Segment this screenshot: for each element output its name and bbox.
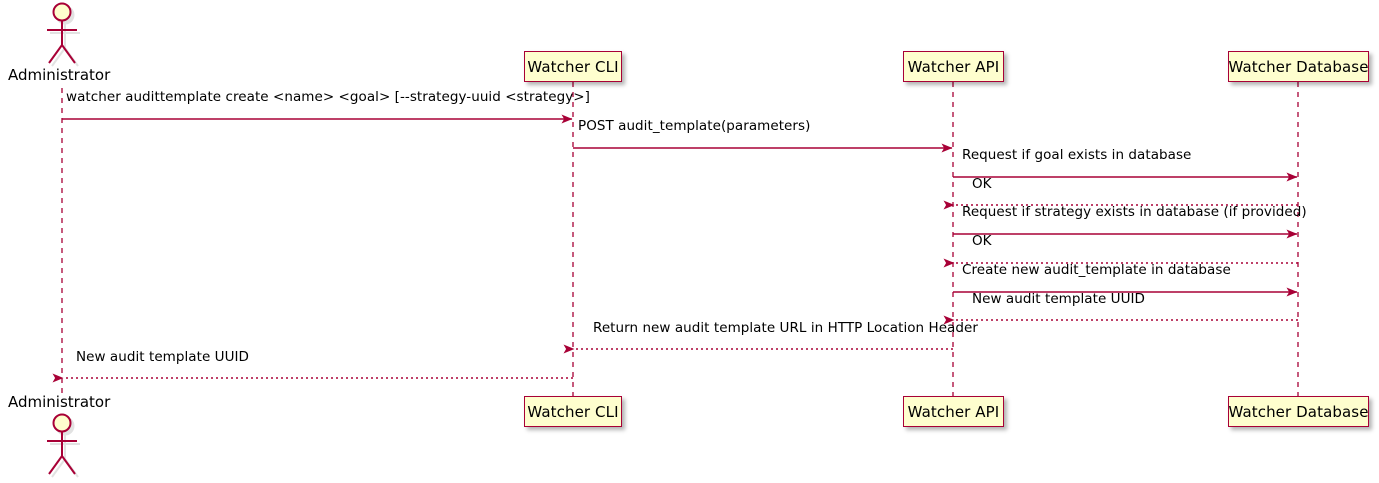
participant-label-cli-bottom: Watcher CLI [527, 402, 619, 421]
actor-figure-admin-top [47, 2, 80, 67]
message-label-4: Request if strategy exists in database (… [962, 204, 1307, 220]
participant-box-database-bottom[interactable]: Watcher Database [1228, 396, 1369, 427]
participant-label-api-bottom: Watcher API [907, 402, 1000, 421]
message-label-2: Request if goal exists in database [962, 147, 1192, 163]
message-label-0: watcher audittemplate create <name> <goa… [66, 89, 590, 105]
message-label-1: POST audit_template(parameters) [578, 118, 811, 134]
message-label-3: OK [972, 176, 992, 192]
participant-box-api-top[interactable]: Watcher API [903, 51, 1004, 82]
participant-label-admin-bottom: Administrator [8, 393, 111, 411]
message-label-6: Create new audit_template in database [962, 262, 1231, 278]
participant-label-database-top: Watcher Database [1228, 57, 1369, 76]
message-label-7: New audit template UUID [972, 291, 1145, 307]
actor-figures-group [47, 2, 80, 478]
participant-box-database-top[interactable]: Watcher Database [1228, 51, 1369, 82]
message-label-5: OK [972, 233, 992, 249]
participant-label-database-bottom: Watcher Database [1228, 402, 1369, 421]
participant-box-api-bottom[interactable]: Watcher API [903, 396, 1004, 427]
participant-label-cli-top: Watcher CLI [527, 57, 619, 76]
message-label-9: New audit template UUID [76, 349, 249, 365]
message-arrows-group [52, 114, 1298, 383]
lifelines-group [61, 82, 1299, 396]
participant-box-cli-top[interactable]: Watcher CLI [524, 51, 622, 82]
participant-label-admin-top: Administrator [8, 66, 111, 84]
participant-label-api-top: Watcher API [907, 57, 1000, 76]
participant-box-cli-bottom[interactable]: Watcher CLI [524, 396, 622, 427]
message-label-8: Return new audit template URL in HTTP Lo… [593, 320, 978, 336]
actor-figure-admin-bottom [47, 413, 80, 478]
